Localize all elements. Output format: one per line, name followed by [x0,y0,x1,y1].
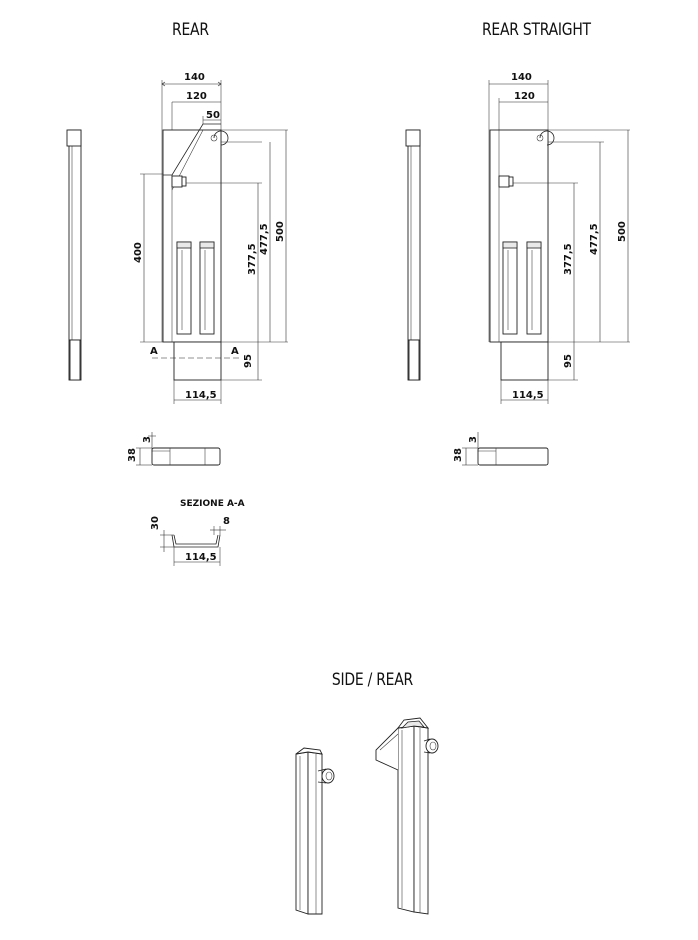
straight-dim-120: 120 [514,91,535,102]
straight-dim-477-5: 477,5 [589,223,600,255]
rear-plan-dim-38: 38 [127,448,138,462]
rear-dimensions [140,81,288,404]
rear-dim-140: 140 [184,72,205,83]
section-dim-30: 30 [150,516,161,530]
straight-dim-95: 95 [563,354,574,368]
straight-dim-140: 140 [511,72,532,83]
rear-dim-400: 400 [133,242,144,263]
rear-dim-95: 95 [243,354,254,368]
straight-dim-500: 500 [617,221,628,242]
section-title: SEZIONE A-A [180,499,245,509]
rear-dim-377-5: 377,5 [247,243,258,275]
straight-plan-dim-3: 3 [468,436,479,443]
rear-dim-50: 50 [206,110,220,121]
side-rear-view-title: SIDE / REAR [331,670,413,690]
section-mark-left: A [150,346,158,357]
rear-straight-front-view [488,80,555,381]
rear-straight-side-profile [405,129,421,381]
straight-dim-114-5: 114,5 [512,390,544,401]
rear-straight-dimensions [489,83,630,404]
rear-dim-477-5: 477,5 [259,223,270,255]
rear-front-view [152,80,240,381]
straight-dim-377-5: 377,5 [563,243,574,275]
rear-side-profile [66,129,82,381]
rear-plan-dim-3: 3 [142,436,153,443]
straight-plan-dim-38: 38 [453,448,464,462]
iso-rear-part [375,717,439,915]
rear-view-title: REAR [172,20,209,40]
rear-straight-view-title: REAR STRAIGHT [481,20,591,40]
section-a-a [160,526,226,566]
iso-side-part [295,747,335,915]
rear-dim-500: 500 [275,221,286,242]
section-mark-right: A [231,346,239,357]
rear-plan-view [136,432,221,466]
straight-plan-view [462,432,549,466]
section-dim-8: 8 [223,516,230,527]
rear-dim-114-5: 114,5 [185,390,217,401]
rear-dim-120: 120 [186,91,207,102]
section-dim-114-5: 114,5 [185,552,217,563]
